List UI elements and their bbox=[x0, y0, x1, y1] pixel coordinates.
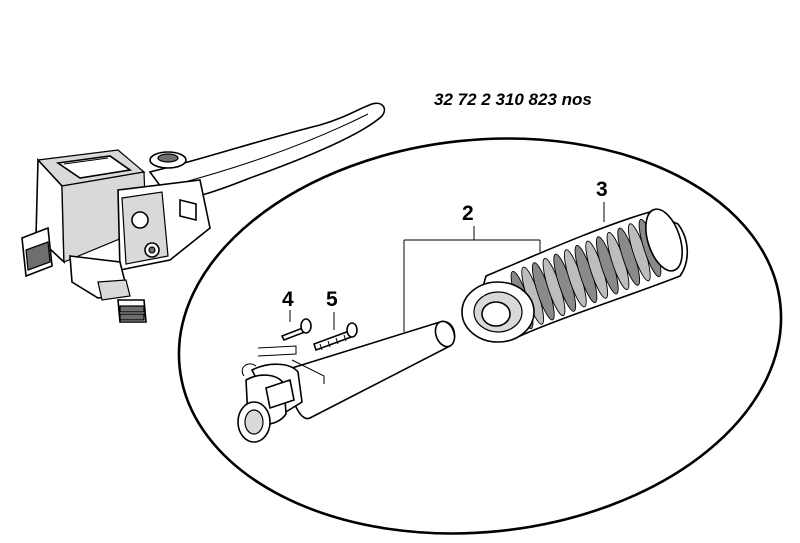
screw-4 bbox=[280, 318, 312, 342]
screw-5 bbox=[312, 322, 358, 352]
callout-3: 3 bbox=[596, 178, 608, 201]
leader-lines bbox=[257, 202, 605, 384]
brake-master-cylinder bbox=[21, 149, 211, 323]
detail-outline-ellipse bbox=[177, 137, 783, 535]
callout-4: 4 bbox=[282, 288, 294, 311]
callout-2: 2 bbox=[462, 202, 474, 225]
throttle-tube bbox=[237, 320, 456, 443]
brake-lever bbox=[148, 102, 386, 203]
part-number-label: 32 72 2 310 823 nos bbox=[434, 90, 592, 109]
rubber-grip bbox=[461, 208, 689, 343]
callout-5: 5 bbox=[326, 288, 338, 311]
